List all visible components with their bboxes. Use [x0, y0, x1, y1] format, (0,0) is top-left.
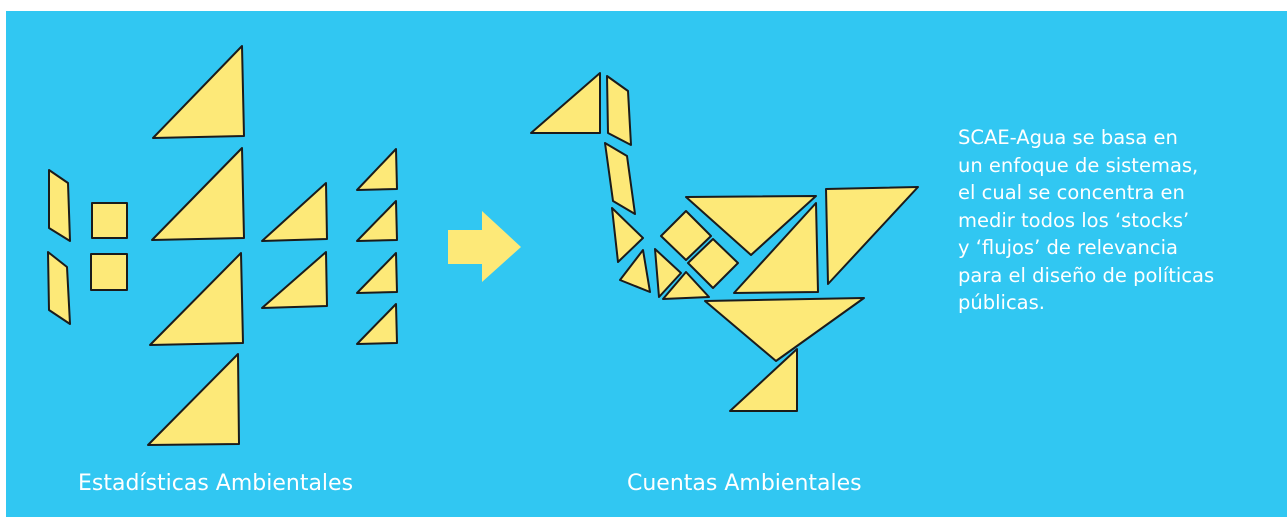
bird-chest-right	[654, 248, 682, 298]
scattered-pieces	[47, 45, 398, 446]
description-line: un enfoque de sistemas,	[958, 153, 1199, 177]
description-line: públicas.	[958, 291, 1045, 314]
big-triangle-middle	[151, 147, 245, 241]
right-arrow-icon	[448, 211, 521, 282]
bird-neck-lower	[611, 207, 644, 263]
bird-body-lower	[704, 297, 865, 362]
description-text: SCAE-Agua se basa en un enfoque de siste…	[958, 124, 1258, 317]
parallelogram-left-top	[48, 169, 71, 242]
bird-back-top	[685, 195, 817, 256]
medium-triangle-bottom	[261, 251, 328, 309]
bird-head	[606, 75, 632, 146]
small-triangle-2	[356, 200, 398, 242]
bird-chest-left	[619, 249, 651, 293]
description-line: el cual se concentra en	[958, 181, 1185, 204]
bird-belly	[662, 271, 710, 300]
description-line: y ‘flujos’ de relevancia	[958, 236, 1178, 259]
bird-tail	[825, 186, 919, 285]
medium-triangle-top	[261, 182, 328, 242]
caption-environmental-statistics: Estadísticas Ambientales	[78, 471, 354, 496]
small-triangle-3	[356, 252, 398, 294]
bird-wing	[733, 202, 819, 294]
bird-beak	[530, 72, 601, 134]
description-line: para el diseño de políticas	[958, 263, 1215, 287]
big-triangle-bottom	[147, 353, 240, 446]
caption-environmental-accounts: Cuentas Ambientales	[627, 471, 862, 496]
parallelogram-left-bottom	[47, 251, 71, 325]
big-triangle-top	[152, 45, 245, 139]
bird-diamond-upper	[660, 210, 712, 261]
big-triangle-lower	[149, 252, 244, 346]
bird-foot	[729, 348, 798, 412]
bird-neck-upper	[604, 142, 636, 215]
small-triangle-1	[356, 148, 398, 191]
square-top	[91, 202, 128, 239]
bird-figure	[530, 72, 919, 412]
description-line: medir todos los ‘stocks’	[958, 208, 1190, 232]
description-line: SCAE-Agua se basa en	[958, 126, 1178, 149]
small-triangle-4	[356, 303, 398, 345]
bird-diamond-lower	[687, 238, 739, 289]
square-bottom	[90, 253, 128, 291]
